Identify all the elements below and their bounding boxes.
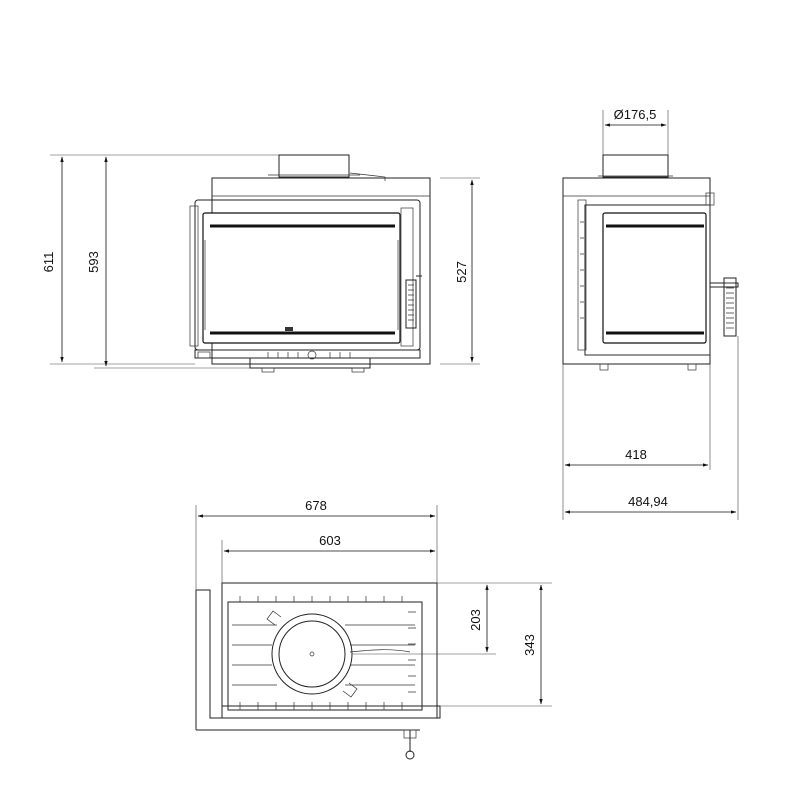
dim-label-203: 203 [468,609,483,631]
side-dimensions: Ø176,5 418 484,94 [562,107,739,520]
top-dimensions: 678 603 203 343 [195,498,552,707]
dim-label-603: 603 [319,533,341,548]
front-view [189,154,431,373]
dim-label-343: 343 [522,634,537,656]
dim-label-484: 484,94 [628,494,668,509]
dim-label-527: 527 [454,261,469,283]
dim-label-593: 593 [86,251,101,273]
dim-label-678: 678 [305,498,327,513]
top-view [195,582,441,760]
side-view [562,154,739,371]
dim-label-611: 611 [41,252,56,273]
dim-label-418: 418 [625,447,647,462]
front-dimensions: 611 593 527 [41,154,480,369]
dim-label-flue: Ø176,5 [614,107,657,122]
